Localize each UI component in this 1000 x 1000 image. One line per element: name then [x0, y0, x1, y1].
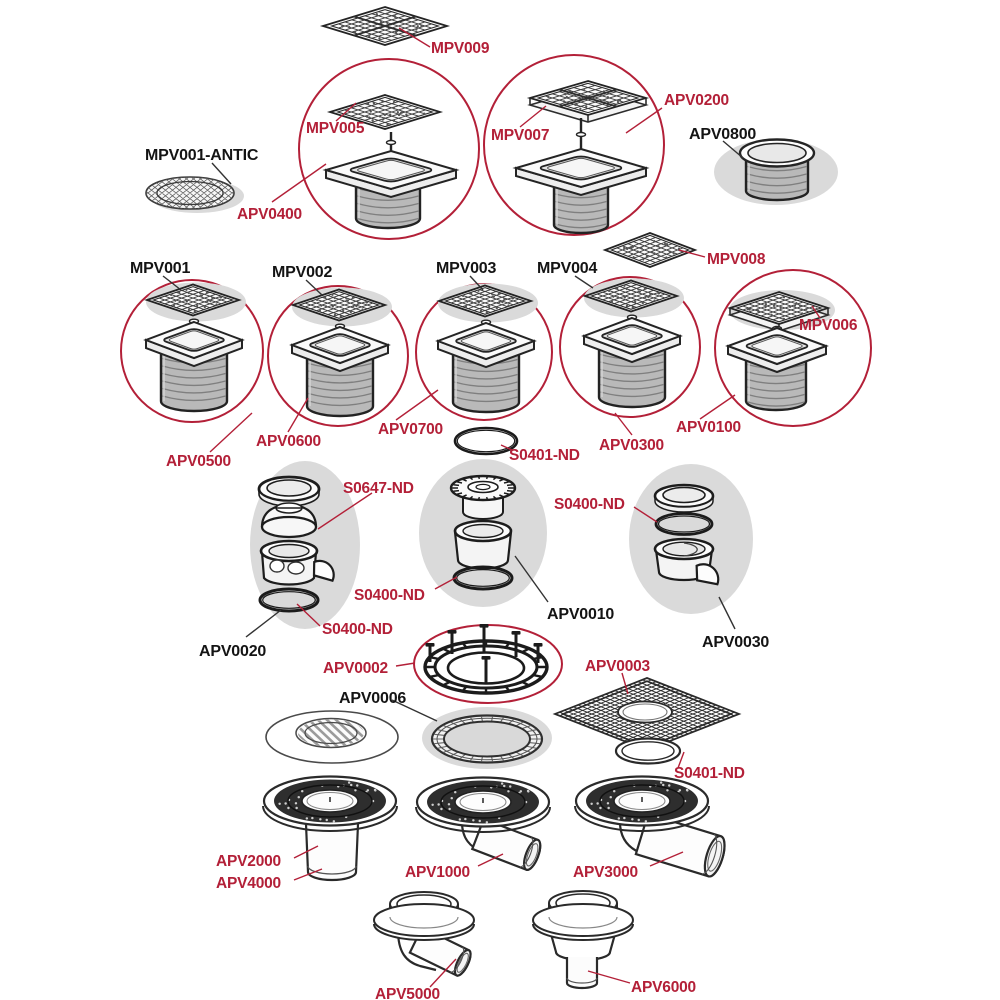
part-apv1000 — [414, 776, 552, 871]
part-blank-plate — [265, 710, 399, 764]
assembly-apv0030 — [653, 483, 720, 586]
part-mpv001-antic — [145, 176, 235, 210]
assembly-apv0200 — [512, 81, 650, 235]
label-apv3000: APV3000 — [573, 864, 638, 881]
part-mpv009 — [323, 7, 447, 45]
label-apv6000: APV6000 — [631, 979, 696, 996]
part-apv0100-flange — [725, 326, 829, 374]
part-apv0400-flange — [322, 149, 460, 199]
label-apv0300: APV0300 — [599, 437, 664, 454]
label-mpv008: MPV008 — [707, 251, 766, 268]
label-apv0010: APV0010 — [547, 606, 614, 623]
grate-pin — [385, 132, 397, 153]
labels-layer: MPV009MPV005APV0400MPV007APV0200MPV008MP… — [130, 40, 858, 1000]
label-apv0200: APV0200 — [664, 92, 729, 109]
group-circle-mpv006-apv0100 — [714, 269, 872, 427]
label-mpv003: MPV003 — [436, 260, 496, 277]
assembly-apv0020 — [257, 475, 335, 613]
label-apv0700: APV0700 — [378, 421, 443, 438]
part-apv5000 — [373, 891, 475, 977]
label-mpv006: MPV006 — [799, 317, 858, 334]
label-apv5000: APV5000 — [375, 986, 440, 1000]
assembly-apv0010 — [449, 474, 517, 591]
label-mpv005: MPV005 — [306, 120, 365, 137]
label-apv0500: APV0500 — [166, 453, 231, 470]
label-mpv001: MPV001 — [130, 260, 190, 277]
part-mpv007 — [527, 81, 649, 123]
part-apv0003 — [555, 678, 739, 765]
assembly-apv0500-mpv001 — [144, 281, 248, 413]
assembly-apv0100 — [725, 290, 835, 412]
label-apv0006: APV0006 — [339, 690, 406, 707]
label-apv0002: APV0002 — [323, 660, 388, 677]
part-mpv006 — [727, 292, 831, 332]
part-s0401-nd-mid — [453, 426, 519, 456]
label-mpv007: MPV007 — [491, 127, 549, 144]
assembly-apv0300-mpv004 — [582, 277, 686, 409]
label-apv1000: APV1000 — [405, 864, 470, 881]
group-circle-mpv002-apv0600 — [267, 285, 409, 427]
group-circle-apv0200-mpv007 — [483, 54, 665, 236]
apv5000-top — [373, 891, 475, 941]
assembly-apv0600-mpv002 — [290, 286, 394, 418]
label-apv0800: APV0800 — [689, 126, 756, 143]
label-apv0600: APV0600 — [256, 433, 321, 450]
label-apv0400: APV0400 — [237, 206, 302, 223]
label-mpv004: MPV004 — [537, 260, 597, 277]
group-circle-apv0400-mpv005 — [298, 58, 480, 240]
grate-pin — [575, 118, 587, 151]
label-s0401-nd-mid: S0401-ND — [509, 447, 580, 464]
label-apv0030: APV0030 — [702, 634, 769, 651]
label-apv2000: APV2000 — [216, 853, 281, 870]
assembly-apv0700-mpv003 — [436, 282, 540, 414]
label-apv0020: APV0020 — [199, 643, 266, 660]
label-s0400-nd-a: S0400-ND — [354, 587, 425, 604]
group-circle-mpv001-apv0500 — [120, 279, 264, 423]
part-s0400-nd-b-ring — [258, 587, 320, 613]
part-mpv005 — [330, 95, 440, 129]
label-apv0100: APV0100 — [676, 419, 741, 436]
part-apv6000 — [532, 890, 634, 990]
label-apv0003: APV0003 — [585, 658, 651, 675]
part-apv2000-apv4000 — [261, 775, 399, 882]
label-mpv001-antic: MPV001-ANTIC — [145, 147, 259, 164]
assembly-apv0400 — [322, 95, 460, 230]
label-mpv002: MPV002 — [272, 264, 332, 281]
leader-lines — [162, 27, 821, 988]
part-apv0006 — [430, 714, 544, 764]
label-mpv009: MPV009 — [431, 40, 490, 57]
part-apv0200-flange — [512, 147, 650, 197]
label-s0400-nd-b: S0400-ND — [322, 621, 393, 638]
label-s0400-nd-c: S0400-ND — [554, 496, 625, 513]
label-s0647-nd: S0647-ND — [343, 480, 414, 497]
part-apv0002 — [423, 624, 549, 695]
part-mpv008 — [605, 233, 695, 267]
label-s0401-nd-bottom: S0401-ND — [674, 765, 745, 782]
part-apv0800 — [738, 138, 816, 202]
label-apv4000: APV4000 — [216, 875, 281, 892]
part-apv3000 — [573, 775, 726, 878]
apv6000-top — [532, 890, 634, 941]
part-s0400-nd-c-ring — [654, 512, 714, 536]
group-circle-mpv004-apv0300 — [559, 276, 701, 418]
